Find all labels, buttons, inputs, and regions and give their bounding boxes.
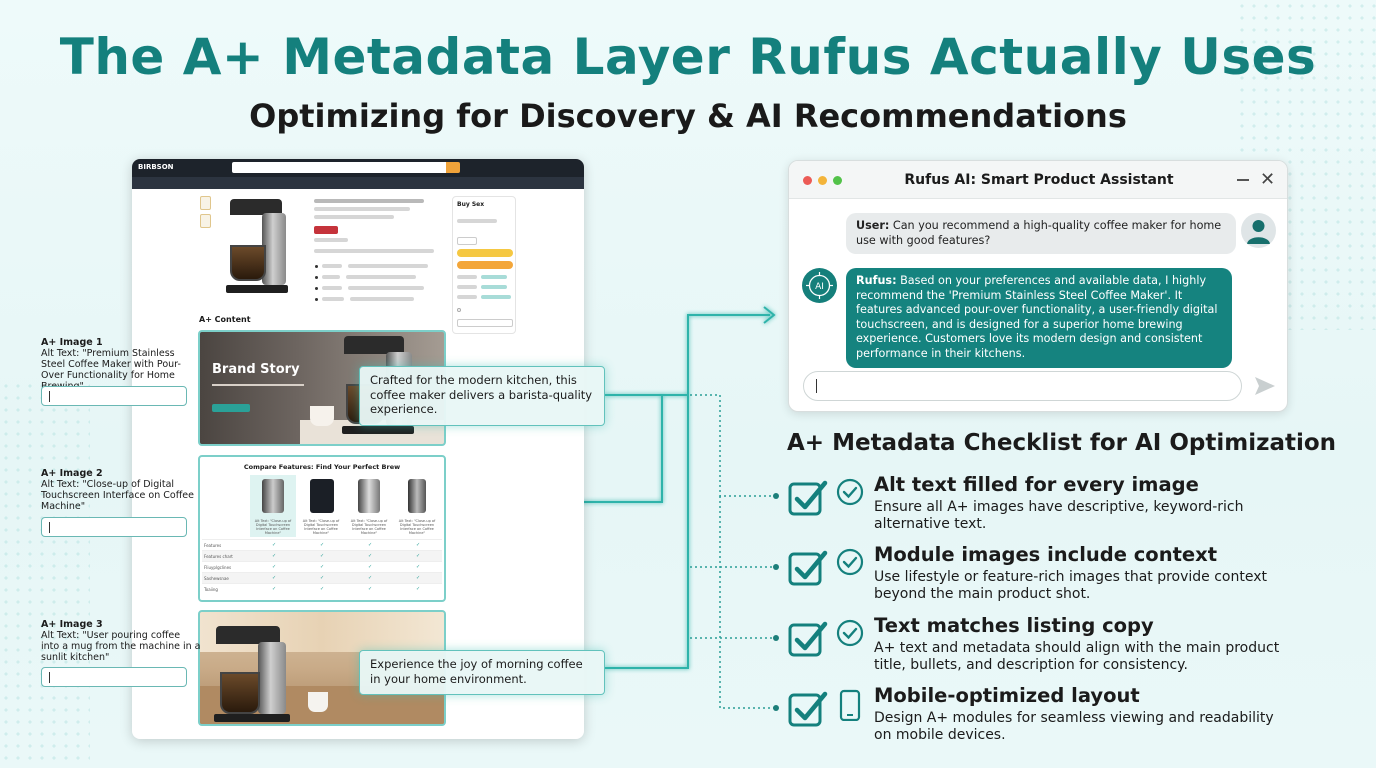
- check-circle-icon: [836, 548, 864, 576]
- compare-row: Sashewsnae✓✓✓✓: [202, 572, 442, 583]
- compare-column: Alt Text: "Close-up of Digital Touchscre…: [394, 475, 440, 537]
- checklist-item-module-context: Module images include context Use lifest…: [785, 543, 1285, 605]
- rufus-label: Rufus:: [856, 274, 897, 287]
- alt-text-block-1: A+ Image 1 Alt Text: "Premium Stainless …: [41, 337, 201, 392]
- callout-module-1: Crafted for the modern kitchen, this cof…: [359, 366, 605, 426]
- dotted-connector-4: [719, 496, 776, 709]
- brand-story-heading: Brand Story: [212, 362, 300, 377]
- product-main-image: [222, 199, 292, 299]
- chat-window-title: Rufus AI: Smart Product Assistant: [904, 172, 1174, 188]
- checklist-heading: A+ Metadata Checklist for AI Optimizatio…: [787, 430, 1337, 456]
- compare-heading: Compare Features: Find Your Perfect Brew: [243, 463, 401, 471]
- checklist-item-text-match: Text matches listing copy A+ text and me…: [785, 614, 1285, 676]
- checklist-item-description: Design A+ modules for seamless viewing a…: [874, 710, 1274, 743]
- compare-row: Features✓✓✓✓: [202, 539, 442, 550]
- compare-row: Toaiing✓✓✓✓: [202, 583, 442, 594]
- window-minimize-dot[interactable]: [818, 176, 827, 185]
- checklist-item-title: Mobile-optimized layout: [874, 684, 1140, 707]
- store-search-button[interactable]: [446, 162, 460, 173]
- product-thumbnail[interactable]: [200, 214, 211, 228]
- checkbox-checked-icon[interactable]: [788, 619, 828, 659]
- brand-story-button[interactable]: [212, 404, 250, 412]
- rufus-chat-window: Rufus AI: Smart Product Assistant ✕ User…: [788, 160, 1288, 412]
- background-dots-left: [0, 380, 90, 760]
- checklist-item-description: Ensure all A+ images have descriptive, k…: [874, 499, 1244, 532]
- product-listing-mockup: BIRBSON Buy Sex A+ Content Brand Story: [132, 159, 584, 739]
- chat-titlebar: Rufus AI: Smart Product Assistant ✕: [789, 161, 1287, 199]
- chat-message-input[interactable]: [803, 371, 1242, 401]
- checkbox-checked-icon[interactable]: [788, 548, 828, 588]
- alt-text-block-3: A+ Image 3 Alt Text: "User pouring coffe…: [41, 619, 201, 663]
- coffee-mug: [308, 692, 328, 712]
- alt-image-title: A+ Image 2: [41, 468, 103, 479]
- alt-text-input-1[interactable]: [41, 386, 187, 406]
- mobile-phone-icon: [839, 689, 861, 721]
- alt-text-input-3[interactable]: [41, 667, 187, 687]
- window-close-dot[interactable]: [803, 176, 812, 185]
- quantity-select[interactable]: [457, 237, 477, 245]
- check-circle-icon: [836, 619, 864, 647]
- user-label: User:: [856, 219, 890, 232]
- minimize-icon[interactable]: [1237, 179, 1249, 181]
- coffee-maker-image: [212, 626, 292, 724]
- connector-module-3: [604, 395, 689, 669]
- product-thumbnail[interactable]: [200, 196, 211, 210]
- send-icon[interactable]: [1253, 375, 1277, 397]
- alt-image-title: A+ Image 3: [41, 619, 103, 630]
- store-search-input[interactable]: [232, 162, 458, 173]
- compare-column: Alt Text: "Close-up of Digital Touchscre…: [346, 475, 392, 537]
- arrow-head: [763, 306, 776, 324]
- user-message-text: Can you recommend a high-quality coffee …: [856, 219, 1222, 247]
- checklist-item-mobile: Mobile-optimized layout Design A+ module…: [785, 684, 1285, 746]
- window-maximize-dot[interactable]: [833, 176, 842, 185]
- page-title: The A+ Metadata Layer Rufus Actually Use…: [59, 28, 1317, 86]
- compare-column: Alt Text: "Close-up of Digital Touchscre…: [298, 475, 344, 537]
- ai-avatar-icon: AI: [802, 268, 837, 303]
- close-icon[interactable]: ✕: [1260, 169, 1276, 190]
- aplus-content-label: A+ Content: [199, 315, 251, 324]
- brand-story-text-line: [212, 384, 304, 386]
- checklist-item-description: A+ text and metadata should align with t…: [874, 640, 1280, 673]
- alt-text-input-2[interactable]: [41, 517, 187, 537]
- ai-badge-text: AI: [815, 282, 824, 292]
- espresso-cup: [310, 406, 334, 426]
- alt-text-block-2: A+ Image 2 Alt Text: "Close-up of Digita…: [41, 468, 201, 512]
- add-to-list-button[interactable]: [457, 319, 513, 327]
- checklist-item-title: Module images include context: [874, 543, 1218, 566]
- page-subtitle: Optimizing for Discovery & AI Recommenda…: [249, 97, 1127, 135]
- rufus-message-text: Based on your preferences and available …: [856, 274, 1218, 360]
- compare-row: Features chart✓✓✓✓: [202, 550, 442, 561]
- buy-box: Buy Sex: [452, 196, 516, 334]
- dotted-connector-1: [690, 394, 776, 497]
- buy-now-button[interactable]: [457, 261, 513, 269]
- rufus-message: Rufus: Based on your preferences and ava…: [846, 268, 1232, 368]
- add-to-cart-button[interactable]: [457, 249, 513, 257]
- checkbox-checked-icon[interactable]: [788, 478, 828, 518]
- checklist-item-description: Use lifestyle or feature-rich images tha…: [874, 569, 1268, 602]
- compare-column: Alt Text: "Close-up of Digital Touchscre…: [250, 475, 296, 537]
- user-message: User: Can you recommend a high-quality c…: [846, 213, 1236, 255]
- checklist-item-title: Alt text filled for every image: [874, 473, 1199, 496]
- callout-module-3: Experience the joy of morning coffee in …: [359, 650, 605, 695]
- price-badge: [314, 226, 338, 234]
- alt-image-text: Alt Text: "Close-up of Digital Touchscre…: [41, 479, 194, 512]
- buy-box-title: Buy Sex: [457, 201, 485, 208]
- checklist-item-alt-text: Alt text filled for every image Ensure a…: [785, 473, 1285, 535]
- connector-module-1: [604, 314, 770, 396]
- store-logo: BIRBSON: [138, 163, 174, 171]
- alt-image-text: Alt Text: "User pouring coffee into a mu…: [41, 630, 201, 663]
- aplus-module-compare: Compare Features: Find Your Perfect Brew…: [198, 455, 446, 602]
- checkbox-checked-icon[interactable]: [788, 689, 828, 729]
- check-circle-icon: [836, 478, 864, 506]
- alt-image-title: A+ Image 1: [41, 337, 103, 348]
- store-nav-bar: [132, 177, 584, 189]
- compare-row: Fliuyplgclines✓✓✓✓: [202, 561, 442, 572]
- checklist-item-title: Text matches listing copy: [874, 614, 1154, 637]
- user-avatar-icon: [1241, 213, 1276, 248]
